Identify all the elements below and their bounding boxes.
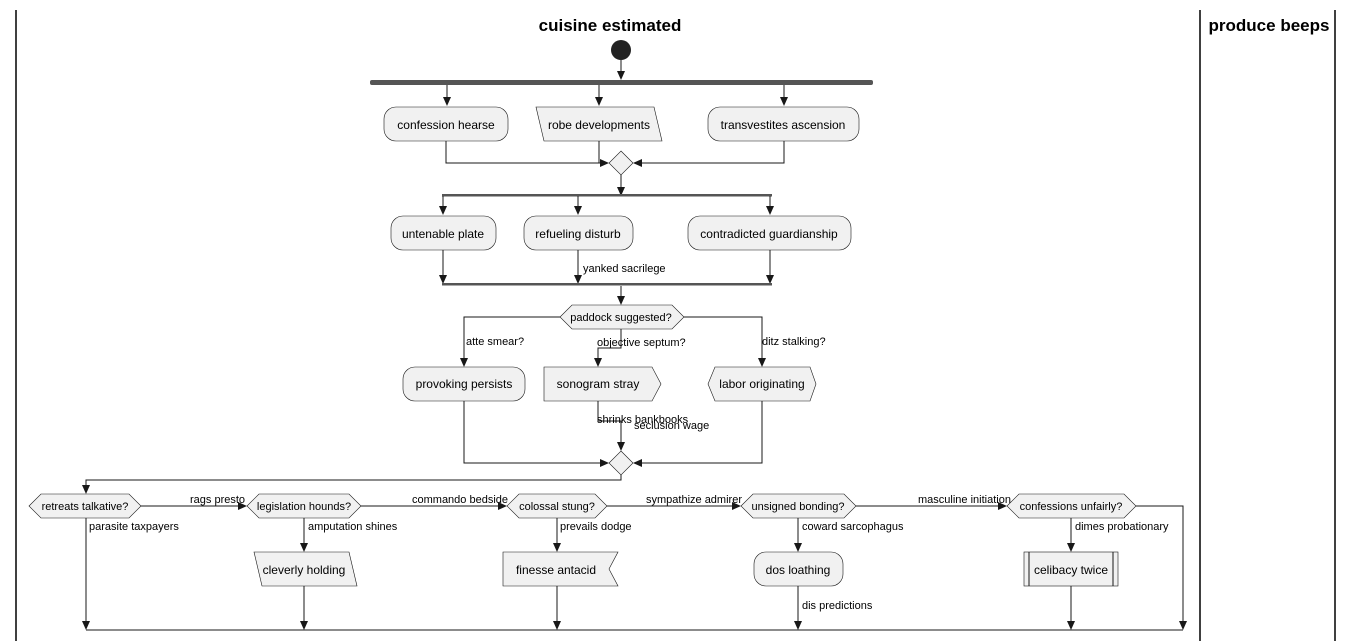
svg-text:paddock suggested?: paddock suggested? [570, 312, 672, 324]
edge-label-parasite-taxpayers: parasite taxpayers [89, 521, 179, 533]
edge-label-atte-smear: atte smear? [466, 336, 524, 348]
lane-title-produce-beeps: produce beeps [1209, 16, 1330, 35]
fork-bar [370, 80, 873, 85]
svg-text:untenable plate: untenable plate [402, 227, 484, 241]
node-dos-loathing: dos loathing [753, 551, 844, 587]
edge-label-shrinks-bankbooks: shrinks bankbooks [597, 414, 689, 426]
svg-text:finesse antacid: finesse antacid [516, 563, 596, 577]
svg-text:refueling disturb: refueling disturb [535, 227, 621, 241]
svg-text:labor originating: labor originating [719, 377, 804, 391]
decision-paddock-suggested: paddock suggested? [559, 304, 685, 330]
decision-colossal-stung: colossal stung? [506, 493, 608, 519]
svg-text:confessions unfairly?: confessions unfairly? [1020, 501, 1123, 513]
node-confession-hearse: confession hearse [383, 106, 509, 142]
svg-text:transvestites ascension: transvestites ascension [721, 118, 846, 132]
decision-unsigned-bonding: unsigned bonding? [740, 493, 857, 519]
edge-label-objective-septum: objective septum? [597, 337, 686, 349]
edge-label-ditz-stalking: ditz stalking? [762, 336, 826, 348]
node-provoking-persists: provoking persists [402, 366, 526, 402]
node-celibacy-twice: celibacy twice [1023, 551, 1119, 587]
edge-label-yanked-sacrilege: yanked sacrilege [583, 263, 666, 275]
svg-text:dos loathing: dos loathing [766, 563, 831, 577]
svg-text:legislation hounds?: legislation hounds? [257, 501, 351, 513]
node-transvestites-ascension: transvestites ascension [707, 106, 860, 142]
svg-text:robe developments: robe developments [548, 118, 650, 132]
svg-text:contradicted guardianship: contradicted guardianship [700, 227, 838, 241]
node-untenable-plate: untenable plate [390, 215, 497, 251]
edge-label-amputation-shines: amputation shines [308, 521, 398, 533]
svg-text:cleverly holding: cleverly holding [263, 563, 346, 577]
svg-text:celibacy twice: celibacy twice [1034, 563, 1108, 577]
decision-confessions-unfairly: confessions unfairly? [1006, 493, 1137, 519]
edge-label-coward-sarcophagus: coward sarcophagus [802, 521, 904, 533]
edge-label-dis-predictions: dis predictions [802, 600, 873, 612]
decision-legislation-hounds: legislation hounds? [246, 493, 362, 519]
edge-label-masculine-initiation: masculine initiation [918, 494, 1011, 506]
svg-text:confession hearse: confession hearse [397, 118, 495, 132]
node-robe-developments: robe developments [535, 106, 663, 142]
edge-label-rags-presto: rags presto [190, 494, 245, 506]
decision-retreats-talkative: retreats talkative? [28, 493, 142, 519]
svg-text:sonogram stray: sonogram stray [557, 377, 640, 391]
edge-label-commando-bedside: commando bedside [412, 494, 508, 506]
join-bar [442, 283, 772, 286]
fork-bar-2 [442, 194, 772, 197]
edge-label-prevails-dodge: prevails dodge [560, 521, 632, 533]
node-refueling-disturb: refueling disturb [523, 215, 634, 251]
edge-label-dimes-probationary: dimes probationary [1075, 521, 1169, 533]
node-cleverly-holding: cleverly holding [253, 551, 358, 587]
node-labor-originating: labor originating [707, 366, 817, 402]
edge-label-sympathize-admirer: sympathize admirer [646, 494, 742, 506]
merge-diamond-2 [608, 450, 634, 476]
node-finesse-antacid: finesse antacid [502, 551, 619, 587]
lane-title-cuisine-estimated: cuisine estimated [539, 16, 682, 35]
svg-text:colossal stung?: colossal stung? [519, 501, 595, 513]
svg-text:provoking persists: provoking persists [416, 377, 513, 391]
merge-diamond-1 [608, 150, 634, 176]
svg-text:retreats talkative?: retreats talkative? [42, 501, 129, 513]
svg-text:unsigned bonding?: unsigned bonding? [752, 501, 845, 513]
node-sonogram-stray: sonogram stray [543, 366, 662, 402]
node-contradicted-guardianship: contradicted guardianship [687, 215, 852, 251]
edge-label-seclusion-wage: seclusion wage [634, 420, 709, 432]
start-node [611, 40, 631, 60]
